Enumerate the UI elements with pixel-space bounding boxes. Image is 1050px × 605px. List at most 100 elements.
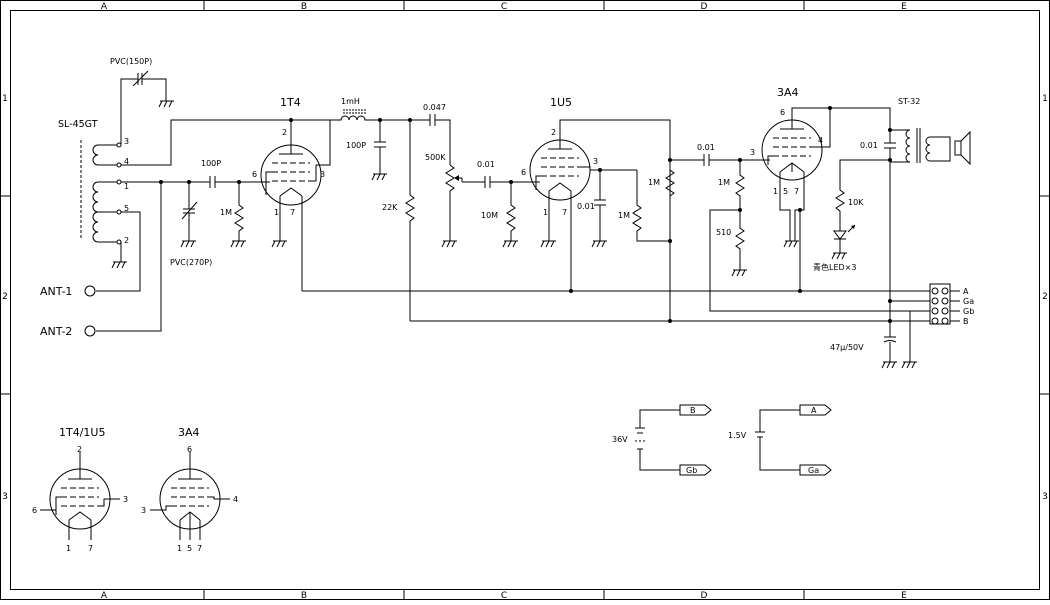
r-1m-b-label: 1M	[648, 178, 660, 187]
col-label-a-bottom: A	[101, 591, 108, 600]
coil-pin-2: 2	[124, 236, 129, 245]
conn-label-gb: Gb	[963, 307, 974, 316]
col-label-c-top: C	[501, 2, 507, 12]
col-label-d-top: D	[701, 2, 708, 12]
conn-label-a: A	[963, 287, 969, 296]
c-001-d-label: 0.01	[860, 141, 878, 150]
cap-47-label: 47μ/50V	[830, 343, 864, 352]
coil-pin-4: 4	[124, 157, 129, 166]
r-22k-label: 22K	[382, 203, 398, 212]
conn-label-b: B	[963, 317, 969, 326]
c-100p-in-label: 100P	[201, 159, 221, 168]
legend1-pin-1: 1	[66, 544, 71, 553]
tube3-pin-7: 7	[794, 187, 799, 196]
legend2-pin-4: 4	[233, 495, 238, 504]
legend1-pin-3: 3	[123, 495, 128, 504]
row-label-1-left: 1	[2, 94, 8, 104]
legend1-name: 1T4/1U5	[59, 426, 105, 439]
tag-ga	[799, 464, 832, 476]
vr-500k-label: 500K	[425, 153, 446, 162]
legend2-pin-6: 6	[187, 445, 192, 454]
c-100p-plate-label: 100P	[346, 141, 366, 150]
tube3-pin-4: 4	[818, 136, 823, 145]
batt15-label: 1.5V	[728, 431, 747, 440]
ant2-label: ANT-2	[40, 325, 72, 338]
conn-label-ga: Ga	[963, 297, 974, 306]
coil-pin-5: 5	[124, 204, 129, 213]
trans-label: ST-32	[898, 97, 920, 106]
col-label-e-bottom: E	[901, 591, 907, 600]
power-connector[interactable]	[929, 283, 951, 325]
tube3-pin-6: 6	[780, 108, 785, 117]
tube1-pin-3: 3	[320, 170, 325, 179]
col-label-a-top: A	[101, 2, 108, 12]
legend2-pin-7: 7	[197, 544, 202, 553]
c-0047-label: 0.047	[423, 103, 446, 112]
tube2-name: 1U5	[550, 96, 572, 109]
led-label: 青色LED×3	[813, 262, 856, 272]
tag-b-label: B	[690, 406, 696, 415]
ground-symbol	[158, 100, 174, 108]
tube2-pin-1: 1	[543, 208, 548, 217]
speaker-icon	[954, 140, 962, 156]
tag-a	[799, 404, 832, 416]
tube-1t4: 1T4 2 6 3 1 7	[252, 96, 331, 291]
row-label-2-left: 2	[2, 292, 8, 302]
tube-3a4: 0.01 1M 510 3A4 6 3 4 1 5 7	[670, 86, 930, 312]
battery-section: 36V B Gb 1.5V A Ga	[612, 404, 832, 476]
r-10m-label: 10M	[481, 211, 498, 220]
tube2-pin-7: 7	[562, 208, 567, 217]
row-label-3-left: 3	[2, 492, 8, 502]
r-1m-grid1-label: 1M	[220, 208, 232, 217]
coil-pin-3: 3	[124, 137, 129, 146]
pvc270-label: PVC(270P)	[170, 258, 212, 267]
r-10k-label: 10K	[848, 198, 864, 207]
tube3-pin-1: 1	[773, 187, 778, 196]
c-001-c-label: 0.01	[697, 143, 715, 152]
ant2-terminal[interactable]	[84, 325, 96, 337]
col-label-b-bottom: B	[301, 591, 307, 600]
col-label-e-top: E	[901, 2, 907, 12]
col-label-d-bottom: D	[701, 591, 708, 600]
legend2-pin-1: 1	[177, 544, 182, 553]
col-label-c-bottom: C	[501, 591, 507, 600]
ant1-terminal[interactable]	[84, 285, 96, 297]
c-001-b-label: 0.01	[577, 202, 595, 211]
tag-a-label: A	[811, 406, 817, 415]
r-1m-a-label: 1M	[618, 211, 630, 220]
output-section: ST-32 0.01 10K 青色LED×3	[813, 97, 971, 337]
legend2-name: 3A4	[178, 426, 200, 439]
legend2-pin-5: 5	[187, 544, 192, 553]
power-bus: 47μ/50V A Ga Gb B	[302, 241, 974, 369]
legend1-pin-6: 6	[32, 506, 37, 515]
row-label-1-right: 1	[1042, 94, 1048, 104]
legend2-pin-3: 3	[141, 506, 146, 515]
tube1-pin-1: 1	[274, 208, 279, 217]
tube2-pin-3: 3	[593, 157, 598, 166]
coil-pin-1: 1	[124, 182, 129, 191]
choke-label: 1mH	[341, 97, 360, 106]
tube1-pin-7: 7	[290, 208, 295, 217]
c-001-a-label: 0.01	[477, 160, 495, 169]
tube3-pin-5: 5	[783, 187, 788, 196]
tube1-pin-6: 6	[252, 170, 257, 179]
coil-label: SL-45GT	[58, 119, 98, 130]
pvc150-label: PVC(150P)	[110, 57, 152, 66]
r-510-label: 510	[716, 228, 731, 237]
pinout-legend-1t4-1u5: 1T4/1U5 2 6 3 1 7	[32, 426, 128, 553]
tube-1u5: 1U5 2 6 3 1 7 0.01 1M 1M	[521, 96, 675, 321]
tube3-pin-3: 3	[750, 148, 755, 157]
tag-gb-label: Gb	[686, 466, 697, 475]
tag-gb	[679, 464, 712, 476]
antenna-coil-section: SL-45GT 3 4 1 5 2 PVC(150P)	[40, 57, 330, 338]
interstage-section: 1mH 100P 22K 0.047 500K 0.01	[330, 97, 540, 321]
coil-winding-bottom	[92, 181, 99, 243]
tube3-name: 3A4	[777, 86, 799, 99]
ant1-label: ANT-1	[40, 285, 72, 298]
coil-winding-top	[92, 144, 99, 166]
tube2-pin-6: 6	[521, 168, 526, 177]
tag-ga-label: Ga	[808, 466, 819, 475]
tag-b	[679, 404, 712, 416]
tube1-name: 1T4	[280, 96, 301, 109]
